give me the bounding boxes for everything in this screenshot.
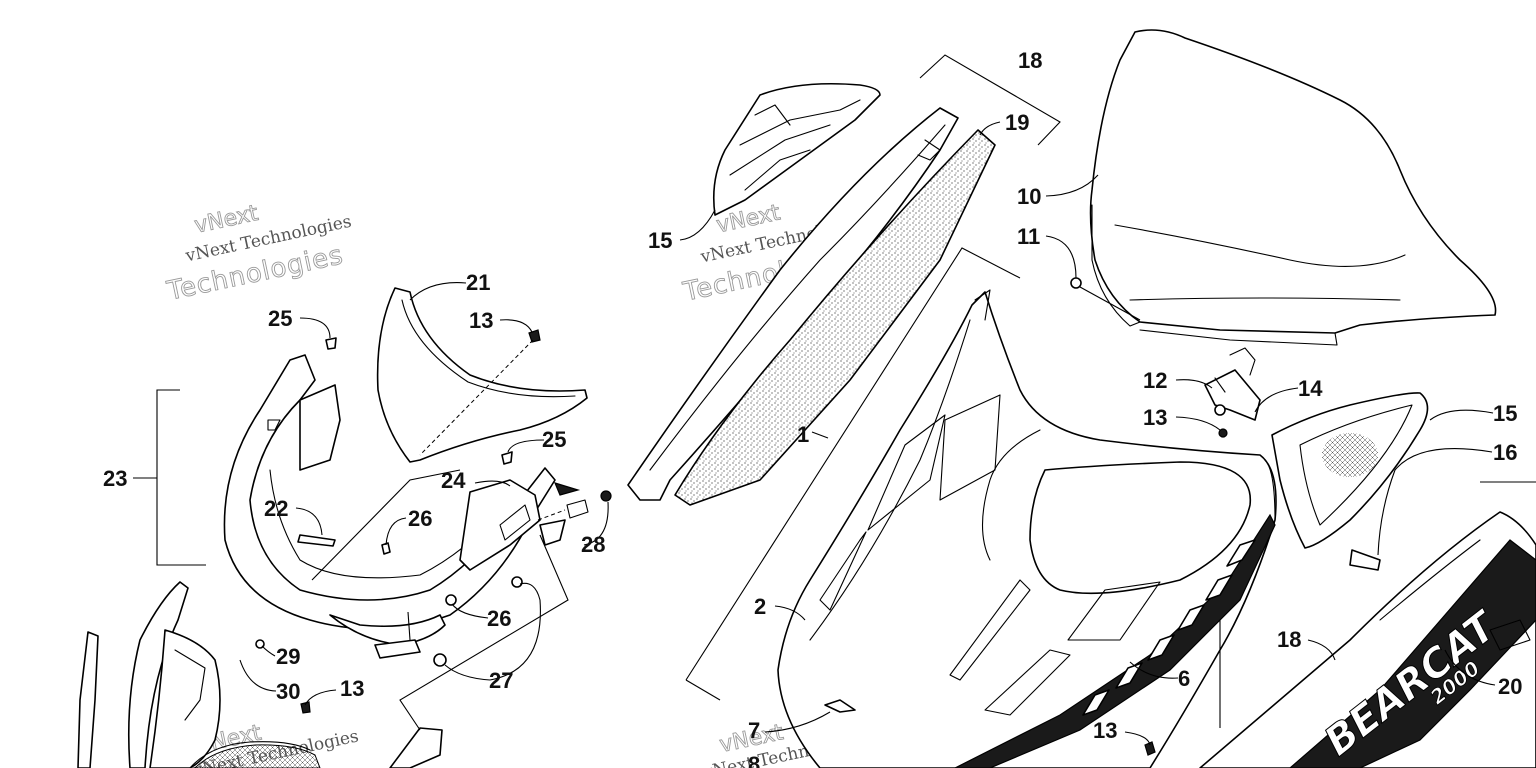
part-headlight-lens (376, 287, 588, 463)
nut-26-b (445, 594, 457, 606)
callout-27: 27 (489, 668, 513, 693)
dashed-guide-2 (537, 509, 566, 521)
callout-13-mid: 13 (1143, 405, 1167, 430)
callout-15-right: 15 (1493, 401, 1517, 426)
part-side-decal-panel: BEARCAT 2000 (1199, 511, 1536, 768)
callout-7: 7 (748, 718, 760, 743)
callout-12: 12 (1143, 368, 1167, 393)
callout-16: 16 (1493, 440, 1517, 465)
callout-labels: 18 19 10 11 15 21 25 13 12 14 15 13 1 25… (103, 48, 1522, 768)
callout-1: 1 (797, 422, 809, 447)
part-mount-bracket (459, 479, 566, 571)
callout-13-left: 13 (469, 308, 493, 333)
part-mirror-bracket (1204, 347, 1261, 438)
callout-23: 23 (103, 466, 127, 491)
part-hood (777, 289, 1277, 768)
clip-28 (566, 499, 589, 519)
part-foam-strip (674, 129, 996, 506)
part-side-vent-left (712, 82, 881, 216)
callout-20: 20 (1498, 674, 1522, 699)
callout-13-bottom: 13 (1093, 718, 1117, 743)
callout-8: 8 (748, 752, 760, 768)
washer-27-a (511, 576, 523, 588)
callout-6: 6 (1178, 666, 1190, 691)
callout-13-lower: 13 (340, 676, 364, 701)
screw-13-left (528, 329, 541, 343)
dashed-guide (419, 339, 534, 456)
arrow-marker (553, 482, 581, 496)
part-side-panel-right (1271, 392, 1429, 549)
part-windshield (1089, 29, 1497, 346)
callout-19: 19 (1005, 110, 1029, 135)
callout-29: 29 (276, 644, 300, 669)
clip-22 (297, 534, 336, 547)
grommet-28 (600, 490, 612, 502)
callout-21: 21 (466, 270, 490, 295)
callout-25-top: 25 (268, 306, 292, 331)
callout-18-top: 18 (1018, 48, 1042, 73)
callout-2: 2 (754, 594, 766, 619)
callout-15-left: 15 (648, 228, 672, 253)
callout-18-bottom: 18 (1277, 627, 1301, 652)
leader-lines (133, 54, 1536, 746)
callout-26-top: 26 (408, 506, 432, 531)
screw-25-b (501, 451, 513, 465)
washer-27-b (433, 653, 447, 667)
screw-25-a (325, 337, 337, 350)
rivet-11 (1070, 277, 1082, 289)
callout-30: 30 (276, 679, 300, 704)
callout-11: 11 (1017, 224, 1040, 249)
part-grille (194, 744, 321, 768)
watermark-left: vNext vNext Technologies Technologies (163, 200, 353, 307)
callout-22: 22 (264, 496, 288, 521)
callout-26-bottom: 26 (487, 606, 511, 631)
callout-25-mid: 25 (542, 427, 566, 452)
callout-24: 24 (441, 468, 466, 493)
callout-14: 14 (1298, 376, 1323, 401)
callout-10: 10 (1017, 184, 1041, 209)
part-lower-fairing (77, 581, 443, 768)
clip-16 (1349, 549, 1381, 571)
callout-28: 28 (581, 532, 605, 557)
